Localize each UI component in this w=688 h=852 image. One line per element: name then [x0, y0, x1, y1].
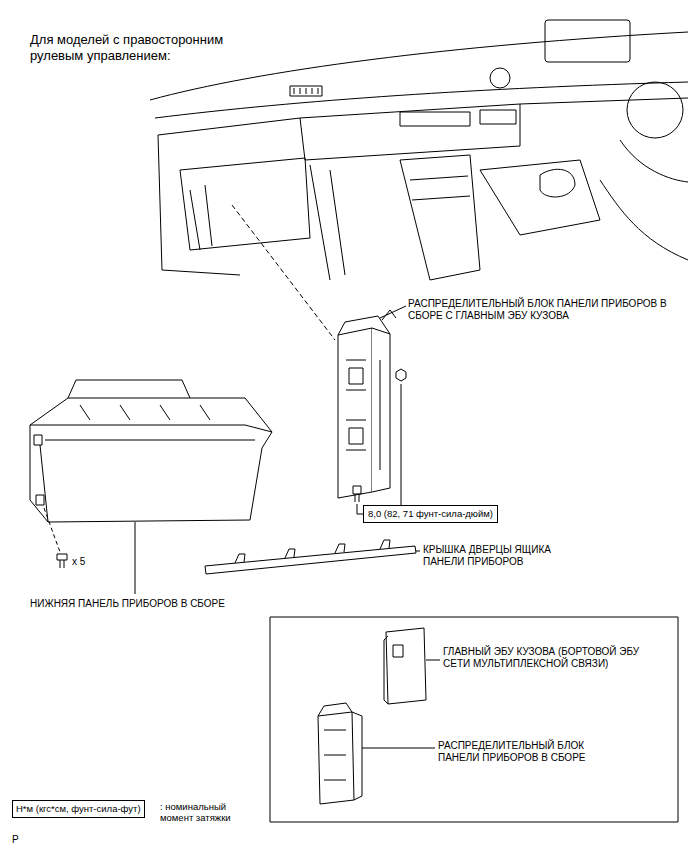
label-text: РАСПРЕДЕЛИТЕЛЬНЫЙ БЛОК ПАНЕЛИ ПРИБОРОВ В…	[438, 740, 585, 763]
label-text: НИЖНЯЯ ПАНЕЛЬ ПРИБОРОВ В СБОРЕ	[30, 598, 225, 609]
node-text: 8,0 (82, 71 фунт-сила-дюйм)	[368, 508, 493, 519]
title-block: Для моделей с правосторонним рулевым упр…	[30, 32, 245, 63]
label-text: x 5	[72, 556, 85, 567]
leader-line	[135, 522, 136, 594]
ecu-edge	[380, 360, 381, 470]
label-text: : номинальный момент затяжки	[160, 801, 231, 823]
torque-box: 8,0 (82, 71 фунт-сила-дюйм)	[363, 505, 498, 523]
ecu-connector	[393, 645, 403, 657]
ecu-side	[372, 328, 390, 492]
figure-code: P	[12, 834, 19, 846]
screw	[57, 554, 67, 568]
console-right	[600, 180, 688, 260]
center-console	[400, 155, 480, 280]
dash-face	[300, 104, 520, 160]
junction-top	[318, 703, 362, 800]
vent	[290, 86, 322, 96]
dash-left	[158, 135, 240, 275]
node-text: Н*м (кгс*см, фунт-сила-фут)	[16, 803, 141, 814]
label-text: ГЛАВНЫЙ ЭБУ КУЗОВА (БОРТОВОЙ ЭБУ СЕТИ МУ…	[443, 646, 639, 669]
part-name: ГЛАВНЫЙ ЭБУ КУЗОВА (БОРТОВОЙ ЭБУ СЕТИ МУ…	[443, 646, 648, 670]
title: Для моделей с правосторонним рулевым упр…	[30, 32, 223, 63]
panel-ribs	[80, 405, 210, 420]
panel-top	[68, 380, 190, 398]
part-name: РАСПРЕДЕЛИТЕЛЬНЫЙ БЛОК ПАНЕЛИ ПРИБОРОВ В…	[438, 740, 613, 764]
ecu-connector	[349, 428, 363, 444]
part-name: НИЖНЯЯ ПАНЕЛЬ ПРИБОРОВ В СБОРЕ	[30, 598, 225, 610]
panel-detail	[30, 425, 272, 522]
display	[545, 20, 630, 62]
inset-frame	[270, 617, 678, 822]
clock	[490, 68, 510, 88]
center-vent	[480, 110, 516, 124]
ecu-ribs	[346, 360, 366, 450]
dash-lower	[310, 165, 345, 280]
center-vent	[400, 112, 470, 126]
leader-line	[416, 551, 420, 552]
leader-line	[362, 748, 435, 749]
install-path	[232, 205, 335, 340]
panel-clip	[34, 435, 44, 505]
label-text: P	[12, 834, 19, 845]
ecu-connector	[349, 368, 363, 384]
junction-ribs	[324, 730, 346, 780]
bolt	[353, 486, 361, 502]
glove-opening	[180, 158, 310, 250]
console-tray	[480, 160, 600, 235]
opening-detail	[190, 185, 212, 250]
cover-tabs	[235, 540, 390, 563]
install-path	[44, 508, 60, 552]
leader-line	[426, 660, 440, 661]
shift-knob	[540, 169, 575, 197]
dash-edge	[158, 98, 688, 135]
console-detail	[410, 176, 470, 200]
body-ecu	[386, 628, 426, 704]
column	[620, 140, 688, 182]
lower-panel	[30, 398, 272, 522]
label-text: РАСПРЕДЕЛИТЕЛЬНЫЙ БЛОК ПАНЕЛИ ПРИБОРОВ В…	[408, 298, 667, 321]
nut	[396, 369, 406, 381]
ecu-side	[384, 636, 388, 704]
legend-note: : номинальный момент затяжки	[160, 801, 252, 824]
part-name: КРЫШКА ДВЕРЦЫ ЯЩИКА ПАНЕЛИ ПРИБОРОВ	[423, 544, 573, 568]
vent-slats	[294, 88, 318, 94]
junction-block	[318, 712, 354, 804]
steering-wheel	[627, 82, 683, 138]
windshield-line	[150, 32, 688, 100]
ecu-body	[338, 328, 372, 498]
unit-box: Н*м (кгс*см, фунт-сила-фут)	[12, 800, 145, 818]
leader-line	[401, 384, 402, 505]
leader-line	[380, 306, 406, 318]
quantity-label: x 5	[72, 556, 85, 568]
ecu-top	[338, 316, 390, 335]
label-text: КРЫШКА ДВЕРЦЫ ЯЩИКА ПАНЕЛИ ПРИБОРОВ	[423, 544, 551, 567]
part-name: РАСПРЕДЕЛИТЕЛЬНЫЙ БЛОК ПАНЕЛИ ПРИБОРОВ В…	[408, 298, 670, 322]
dash-top	[155, 82, 688, 118]
